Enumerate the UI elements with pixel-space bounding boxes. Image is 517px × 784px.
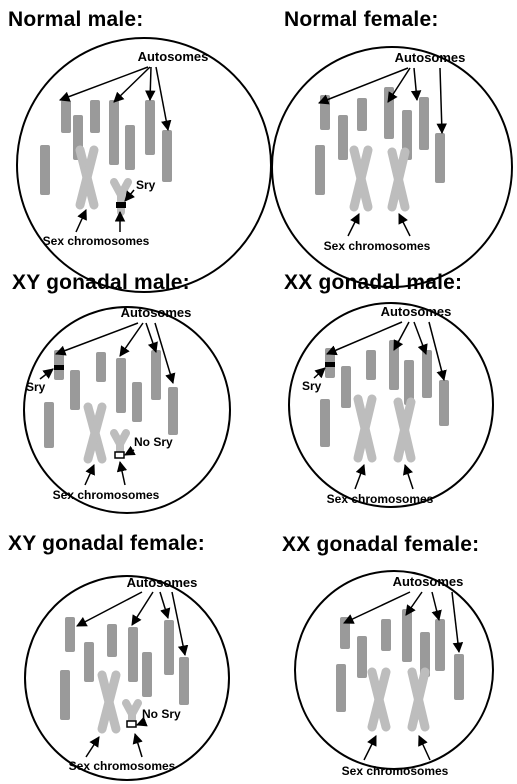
autosome — [145, 100, 155, 155]
cell-outline — [289, 303, 493, 507]
autosome — [381, 619, 391, 651]
sex-chromosomes-label: Sex chromosomes — [342, 764, 449, 778]
autosome — [70, 370, 80, 410]
panel-xx-gonadal-male: XX gonadal male: Autosomes Sry — [284, 262, 517, 522]
autosome — [341, 366, 351, 408]
no-sry-band — [127, 721, 136, 727]
autosome — [40, 145, 50, 195]
autosome — [435, 619, 445, 671]
autosome — [96, 352, 106, 382]
autosome — [179, 657, 189, 705]
sry-label: Sry — [26, 380, 46, 394]
cell-diagram: Autosomes Sex chromosomes — [282, 0, 517, 260]
sry-band — [54, 365, 64, 370]
panel-normal-male: Normal male: A — [8, 0, 266, 260]
autosome — [320, 399, 330, 447]
cell-outline — [24, 307, 230, 513]
autosomes-label: Autosomes — [127, 575, 198, 590]
autosome — [142, 652, 152, 697]
autosome — [84, 642, 94, 682]
no-sry-band — [115, 452, 124, 458]
cell-diagram: Autosomes No Sry Sex chromosomes — [8, 524, 260, 781]
autosome — [61, 100, 71, 133]
autosome — [116, 358, 126, 413]
no-sry-label: No Sry — [142, 707, 181, 721]
autosomes-label: Autosomes — [381, 304, 452, 319]
autosome — [357, 636, 367, 678]
x-chromosome — [392, 152, 405, 207]
autosome — [389, 340, 399, 390]
autosome — [151, 350, 161, 400]
autosomes-label: Autosomes — [395, 50, 466, 65]
autosome — [439, 380, 449, 426]
autosome — [162, 130, 172, 182]
autosome — [109, 100, 119, 165]
cell-diagram: Autosomes Sex chromosomes — [282, 524, 517, 781]
autosome — [336, 664, 346, 712]
autosome — [125, 125, 135, 170]
autosome — [315, 145, 325, 195]
autosome — [168, 387, 178, 435]
autosomes-label: Autosomes — [121, 305, 192, 320]
sex-chromosomes-label: Sex chromosomes — [43, 234, 150, 248]
autosome — [338, 115, 348, 160]
sry-band — [116, 202, 126, 208]
sry-label: Sry — [302, 379, 322, 393]
autosome — [44, 402, 54, 448]
autosome — [454, 654, 464, 700]
sex-chromosomes-label: Sex chromosomes — [69, 759, 176, 773]
sry-label: Sry — [136, 178, 156, 192]
autosome — [435, 133, 445, 183]
autosome — [128, 627, 138, 682]
sex-chromosomes-label: Sex chromosomes — [327, 492, 434, 506]
autosome — [422, 350, 432, 398]
autosome — [132, 382, 142, 422]
autosomes-label: Autosomes — [393, 574, 464, 589]
autosome — [90, 100, 100, 133]
autosomes-label: Autosomes — [138, 49, 209, 64]
autosome — [419, 97, 429, 150]
cell-diagram: Autosomes Sry Sex chromosomes — [284, 262, 517, 522]
sex-chromosomes-label: Sex chromosomes — [53, 488, 160, 502]
autosome — [366, 350, 376, 380]
x-chromosome — [398, 402, 411, 458]
cell-outline — [25, 576, 229, 780]
panel-xy-gonadal-male: XY gonadal male: Autosom — [10, 262, 268, 522]
no-sry-label: No Sry — [134, 435, 173, 449]
cell-outline — [17, 38, 271, 292]
panel-xx-gonadal-female: XX gonadal female: Autosomes Sex chro — [282, 524, 517, 784]
autosome — [107, 624, 117, 657]
sry-band — [325, 362, 335, 367]
autosome — [65, 617, 75, 652]
cell-diagram: Autosomes Sry Sex chromosomes — [8, 0, 266, 260]
autosome — [60, 670, 70, 720]
panel-xy-gonadal-female: XY gonadal female: Autosomes — [8, 524, 266, 784]
autosome — [357, 98, 367, 131]
x-chromosome — [412, 672, 425, 727]
panel-normal-female: Normal female: Autosomes Sex chromoso — [282, 0, 517, 260]
autosome — [164, 620, 174, 675]
autosome — [402, 609, 412, 662]
sex-chromosomes-label: Sex chromosomes — [324, 239, 431, 253]
cell-diagram: Autosomes Sry No Sry Sex chromosomes — [10, 262, 260, 522]
